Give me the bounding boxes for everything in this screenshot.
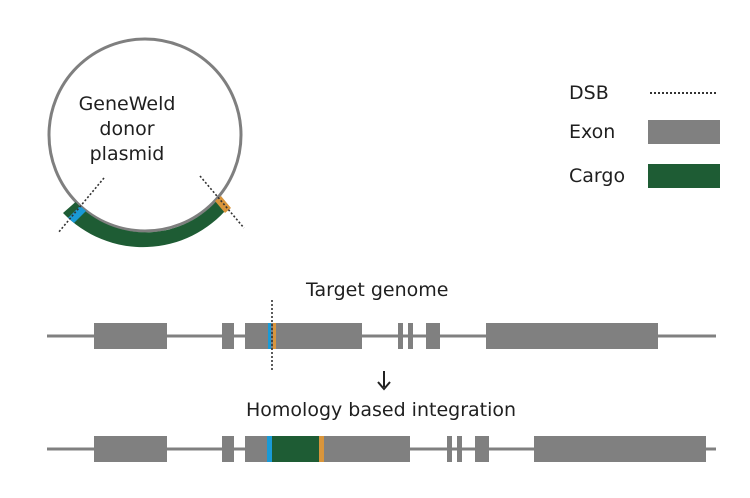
target-exon xyxy=(426,323,440,349)
plasmid-cargo-arc xyxy=(63,197,229,248)
target-exon xyxy=(398,323,403,349)
target-exon xyxy=(245,323,362,349)
target-exon xyxy=(222,323,234,349)
legend-cargo-label: Cargo xyxy=(569,165,626,187)
legend-dsb-label: DSB xyxy=(569,82,609,104)
legend-exon-symbol xyxy=(648,120,720,144)
plasmid-label-line-3: plasmid xyxy=(89,143,165,165)
integrated-left-homology xyxy=(267,436,272,462)
integrated-exon xyxy=(245,436,267,462)
integrated-exon xyxy=(222,436,234,462)
target-right-homology xyxy=(273,323,276,349)
plasmid-label-line-1: GeneWeld xyxy=(78,93,176,115)
target-exon xyxy=(408,323,413,349)
integrated-exon xyxy=(324,436,410,462)
plasmid-label-line-2: donor xyxy=(99,118,155,140)
down-arrow-icon xyxy=(377,371,391,391)
integrated-exon xyxy=(447,436,452,462)
integrated-cargo xyxy=(272,436,319,462)
integrated-exon xyxy=(534,436,706,462)
plasmid-right-homology xyxy=(215,196,231,213)
plasmid-circle xyxy=(47,37,243,233)
plasmid-dsb-right xyxy=(199,175,245,229)
homology-integration-label: Homology based integration xyxy=(246,399,517,421)
target-genome-track xyxy=(47,300,716,371)
legend-exon-label: Exon xyxy=(569,121,616,143)
legend-cargo-symbol xyxy=(648,164,720,188)
target-genome-label: Target genome xyxy=(306,279,449,301)
integrated-right-homology xyxy=(319,436,324,462)
integrated-exon xyxy=(475,436,489,462)
target-left-homology xyxy=(268,323,271,349)
plasmid-label: GeneWeld donor plasmid xyxy=(72,92,182,167)
integrated-exon xyxy=(457,436,462,462)
plasmid-left-homology xyxy=(68,206,86,223)
target-exon xyxy=(486,323,658,349)
integrated-genome-track xyxy=(47,436,716,462)
integrated-exon xyxy=(94,436,167,462)
target-exon xyxy=(94,323,167,349)
